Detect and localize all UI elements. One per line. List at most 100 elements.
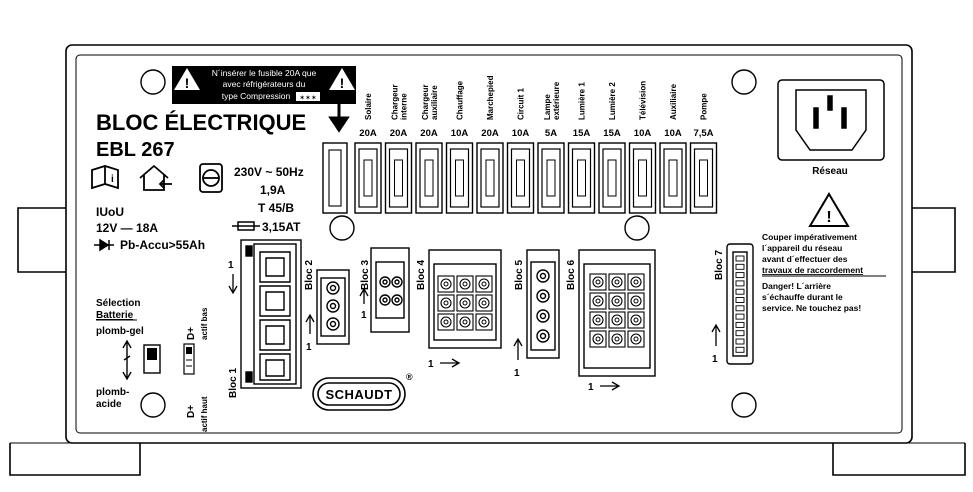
dplus-selector-switch[interactable]	[183, 343, 195, 375]
fuse-label: Lumière 1	[578, 82, 587, 120]
connector-pin	[456, 313, 474, 331]
fuse-slot[interactable]	[415, 142, 443, 214]
connector-pin	[735, 263, 745, 270]
fuse-rating: 20A	[390, 128, 408, 139]
fuse-slot[interactable]	[628, 142, 657, 214]
connector-pin	[735, 305, 745, 312]
warning-triangle-left-icon	[174, 68, 200, 90]
fuse-label: auxiliaire	[430, 85, 439, 120]
warning-right-line1: Couper impérativement	[762, 232, 857, 242]
fuse-rating: 7,5A	[693, 128, 713, 139]
fuse-slot[interactable]	[476, 142, 504, 214]
bloc-2-pin: 1	[306, 342, 312, 353]
fuse-rating: 20A	[359, 128, 377, 139]
bloc-7-connector	[726, 243, 754, 365]
dplus-top-sub: actif bas	[200, 307, 209, 340]
fuse-label: interne	[400, 93, 409, 120]
fuse-slot[interactable]	[598, 142, 626, 214]
svg-text:i: i	[111, 174, 114, 185]
bloc-6-label: Bloc 6	[566, 260, 577, 290]
svg-text:!: !	[185, 75, 190, 91]
bloc-3-pin: 1	[361, 310, 367, 321]
bloc-4-connector	[428, 249, 502, 349]
connector-pin	[456, 275, 474, 293]
brand-logo: SCHAUDT ®	[312, 372, 413, 411]
warning-right-line5: Danger! L´arrière	[762, 281, 831, 291]
connector-pin	[475, 294, 493, 312]
mains-label: Réseau	[812, 166, 848, 177]
connector-pin	[627, 273, 645, 291]
title-line1: BLOC ÉLECTRIQUE	[96, 110, 306, 135]
fuse-rating: 10A	[451, 128, 469, 139]
warning-top-line2: avec réfrigérateurs du	[223, 79, 306, 89]
battery-lead-gel: plomb-gel	[96, 326, 144, 337]
battery-switch-arrows	[122, 339, 132, 381]
dplus-bottom-label: D+	[186, 405, 197, 418]
connector-pin	[475, 275, 493, 293]
connector-pin	[589, 292, 607, 310]
fuse-label: Lampe	[543, 94, 552, 120]
connector-pin	[735, 313, 745, 320]
bloc-3-label: Bloc 3	[360, 260, 371, 290]
connector-pin	[735, 297, 745, 303]
warning-right-line2: l´appareil du réseau	[762, 243, 842, 253]
bloc-1-label: Bloc 1	[228, 368, 239, 398]
brand-registered: ®	[406, 372, 413, 382]
connector-pin	[735, 321, 745, 328]
fuse-rating: 20A	[481, 128, 499, 139]
battery-title-1: Sélection	[96, 298, 140, 309]
fuse-slot[interactable]	[445, 142, 474, 214]
housing	[9, 44, 966, 476]
connector-pin	[437, 313, 455, 331]
fuse-rating: 10A	[664, 128, 682, 139]
brand-name: SCHAUDT	[325, 387, 392, 402]
fuse-label: Pompe	[700, 93, 709, 120]
connector-pin	[608, 311, 626, 329]
fuse-type: T 45/B	[258, 201, 294, 215]
bloc-1-connector	[240, 239, 302, 389]
fuse-slot[interactable]	[689, 142, 718, 214]
fuse-slot[interactable]	[354, 142, 382, 214]
connector-pin	[627, 292, 645, 310]
bloc-3-connector	[370, 247, 410, 333]
symbols: i	[91, 163, 223, 193]
charger-battery: Pb-Accu>55Ah	[120, 238, 205, 252]
battery-lead-acid-2: acide	[96, 399, 122, 410]
bloc-6-connector	[578, 249, 656, 377]
connector-pin	[608, 330, 626, 348]
fuse-slot[interactable]	[537, 142, 565, 214]
fuse-slot[interactable]	[567, 142, 596, 214]
fuse-rating: 10A	[634, 128, 652, 139]
manual-book-icon: i	[91, 165, 119, 190]
fuse-label: Télévision	[639, 81, 648, 120]
fuse-slot[interactable]	[659, 142, 687, 214]
warning-top-line3: type Compression	[222, 91, 291, 101]
fuse-slot[interactable]	[384, 142, 413, 214]
bloc-5-connector	[526, 249, 560, 359]
bloc-5-label: Bloc 5	[514, 260, 525, 290]
warning-right-line3: avant d´effectuer des	[762, 254, 848, 264]
charger-mode: IUoU	[96, 205, 124, 219]
connector-pin	[437, 294, 455, 312]
power-input: 230V ~ 50Hz	[234, 165, 304, 179]
bloc-6-pin: 1	[588, 382, 594, 393]
battery-lead-acid-1: plomb-	[96, 387, 129, 398]
battery-selector-switch[interactable]	[143, 344, 161, 374]
transformer-icon	[199, 163, 223, 193]
connector-pin	[627, 311, 645, 329]
connector-pin	[608, 292, 626, 310]
fuse-label: Lumière 2	[608, 82, 617, 120]
fuse-rating: 20A	[420, 128, 438, 139]
bloc-5-pin: 1	[514, 368, 520, 379]
fuse-rating: 15A	[573, 128, 591, 139]
fuse-label: Chauffage	[456, 80, 465, 120]
bloc-7-label: Bloc 7	[714, 250, 725, 280]
warning-right-line6: s´échauffe durant le	[762, 292, 843, 302]
warning-triangle-icon: !	[808, 192, 850, 227]
fuse-slot[interactable]	[506, 142, 535, 214]
connector-pin	[735, 288, 745, 295]
battery-title-2: Batterie	[96, 310, 134, 321]
connector-pin	[735, 255, 745, 262]
